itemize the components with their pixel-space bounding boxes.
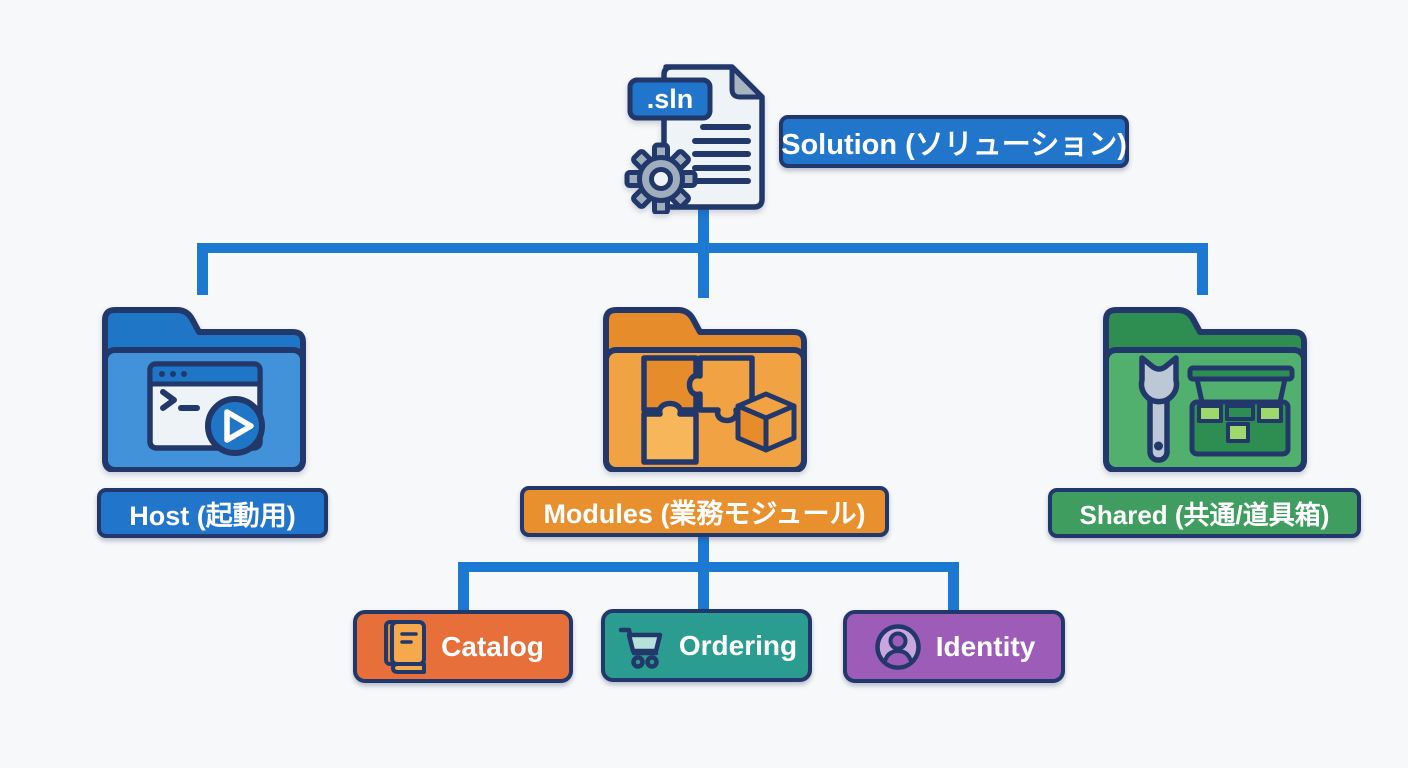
document-fold-corner <box>729 64 765 100</box>
host-label: Host (起動用) <box>97 488 328 538</box>
modules-label: Modules (業務モジュール) <box>520 486 889 537</box>
sln-badge: .sln <box>627 77 713 121</box>
puzzle-icon <box>641 355 755 465</box>
connector-drop-shared <box>1197 243 1208 295</box>
connector-modules-stub <box>698 535 709 572</box>
gear-icon <box>624 142 698 214</box>
connector-drop-modules <box>698 243 709 298</box>
identity-chip-label: Identity <box>935 630 1036 662</box>
connector-drop-host <box>197 243 208 295</box>
host-folder-icon <box>102 307 306 472</box>
document-text-lines <box>692 124 751 184</box>
book-icon <box>384 619 427 674</box>
ordering-chip-label: Ordering <box>678 629 798 661</box>
toolbox-icon <box>1187 365 1295 457</box>
catalog-chip: Catalog <box>353 610 573 683</box>
ordering-chip: Ordering <box>601 609 812 682</box>
connector-drop-identity <box>948 562 959 613</box>
play-icon <box>205 396 265 456</box>
connector-drop-ordering <box>698 562 709 613</box>
solution-file-icon: .sln <box>624 64 765 214</box>
wrench-icon <box>1138 355 1180 463</box>
connector-drop-catalog <box>458 562 469 613</box>
host-label-text: Host (起動用) <box>129 500 296 531</box>
solution-label: Solution (ソリューション) <box>779 115 1129 168</box>
sln-badge-label: .sln <box>647 84 694 114</box>
connector-root-stub <box>698 200 709 248</box>
modules-label-text: Modules (業務モジュール) <box>543 499 866 529</box>
person-icon <box>874 623 921 670</box>
identity-chip: Identity <box>843 610 1065 683</box>
modules-folder-icon <box>603 307 807 472</box>
shared-folder-icon <box>1103 307 1307 472</box>
catalog-chip-label: Catalog <box>441 630 544 662</box>
cart-icon <box>618 627 663 669</box>
solution-label-text: Solution (ソリューション) <box>781 128 1127 161</box>
shared-label-text: Shared (共通/道具箱) <box>1079 499 1330 530</box>
shared-label: Shared (共通/道具箱) <box>1048 488 1361 538</box>
package-box-icon <box>735 391 797 453</box>
